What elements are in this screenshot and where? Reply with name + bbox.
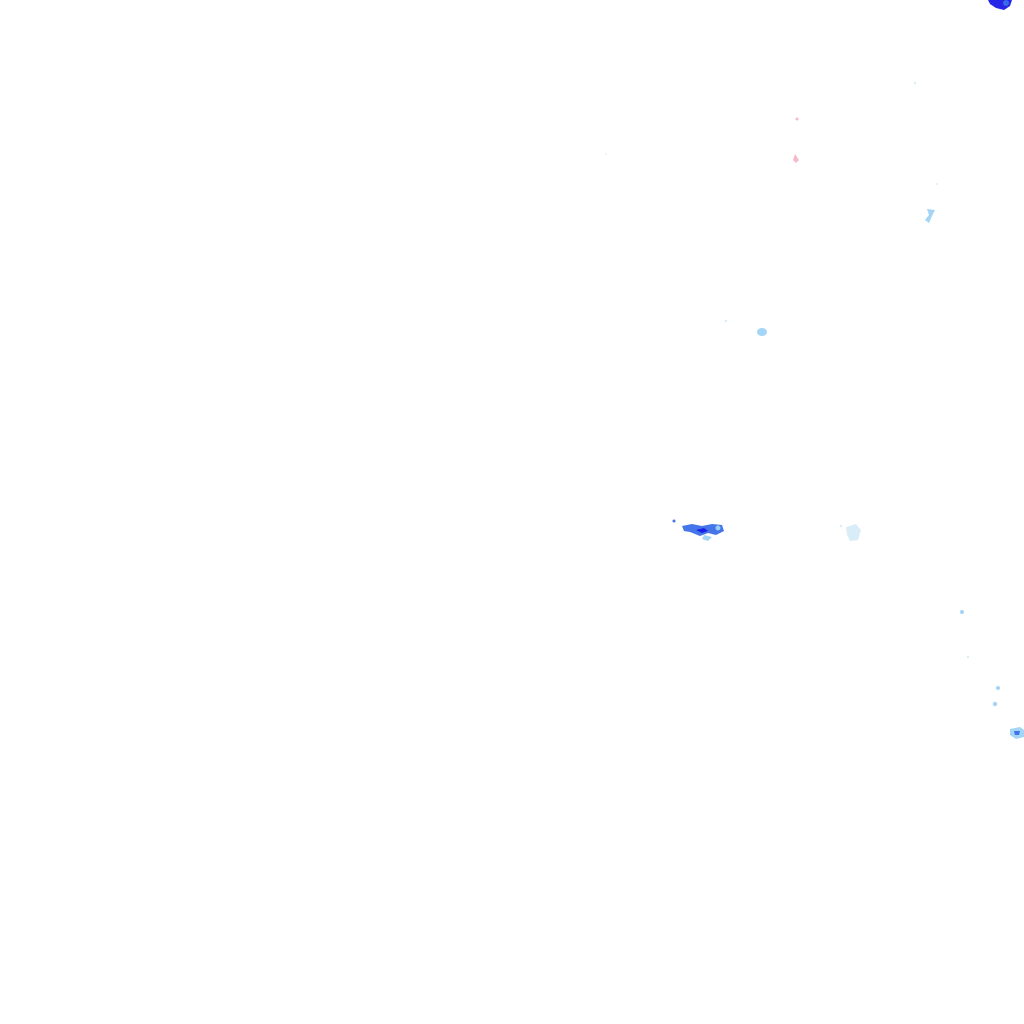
- echo-lower-right-1: [960, 610, 964, 614]
- echo-upper-right-small: [925, 209, 935, 223]
- echo-mid-right-dot: [757, 328, 767, 336]
- echo-top-right-corner: [988, 0, 1012, 10]
- echo-lower-right-2: [966, 655, 970, 659]
- echo-lower-right-3: [992, 686, 1000, 707]
- echo-upper-faint-speck: [605, 81, 938, 185]
- echo-upper-pink-blob: [793, 154, 799, 163]
- echo-mid-right-faint: [724, 319, 728, 323]
- echo-lower-right-edge: [1010, 727, 1024, 739]
- echo-central-right: [839, 524, 861, 541]
- echo-central-cluster: [672, 519, 724, 541]
- echo-upper-pink-dot: [795, 117, 799, 121]
